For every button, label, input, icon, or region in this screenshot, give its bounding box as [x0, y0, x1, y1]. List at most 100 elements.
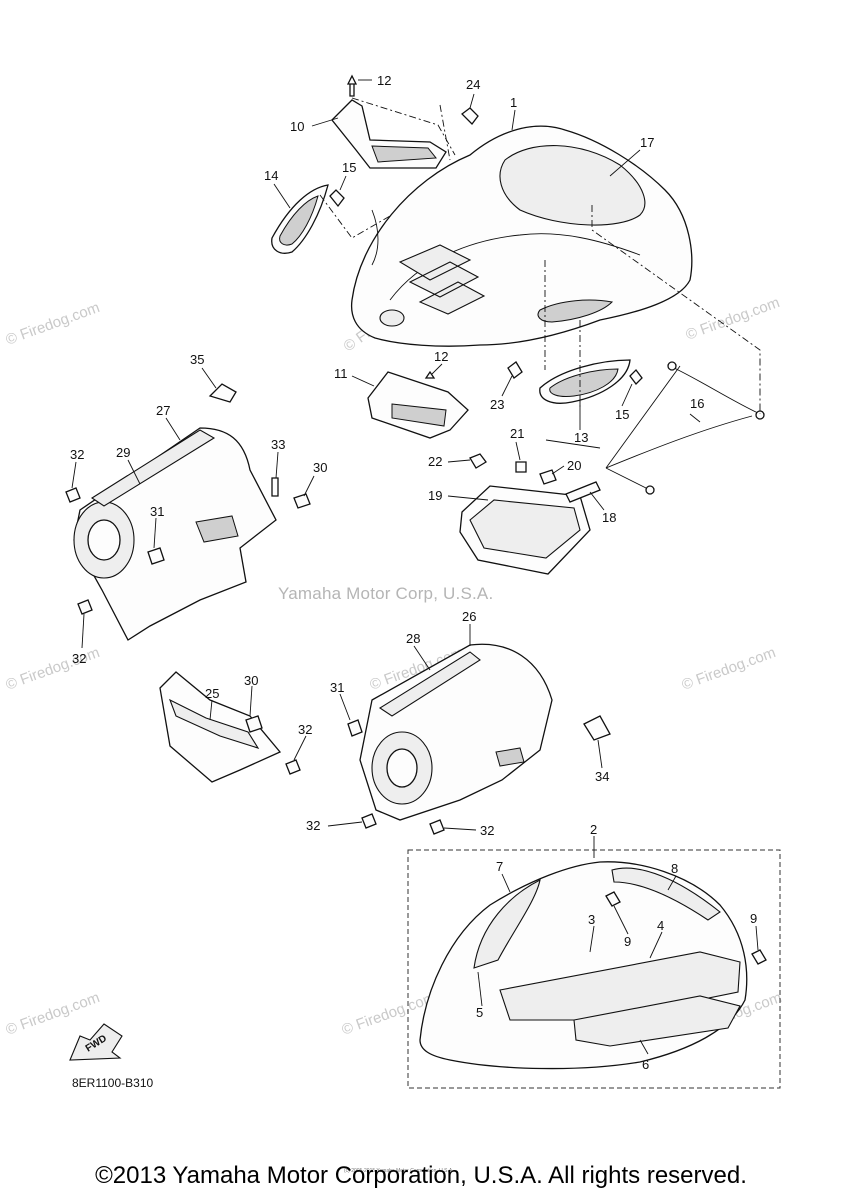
- leader-12-mid: [431, 363, 443, 375]
- callout-34: 34: [595, 769, 609, 784]
- callout-19: 19: [428, 488, 442, 503]
- callout-11: 11: [334, 366, 348, 381]
- callout-7: 7: [496, 859, 503, 874]
- callout-5: 5: [476, 1005, 483, 1020]
- callout-30-lower: 30: [244, 673, 258, 688]
- callout-4: 4: [657, 918, 664, 933]
- left-vent-grille-mesh: [279, 195, 319, 246]
- watermark-left-top: © Firedog.com: [4, 299, 102, 349]
- callout-17: 17: [640, 135, 654, 150]
- clip-23: [507, 361, 523, 379]
- callout-15-left: 15: [342, 160, 356, 175]
- leader-1: [511, 109, 516, 131]
- upper-small-parts: [271, 74, 479, 254]
- clip-30-upper: [293, 493, 311, 509]
- hood-mid-parts: [367, 205, 765, 495]
- leader-11: [351, 375, 375, 387]
- hood-panel-6: [573, 995, 741, 1047]
- leader-22: [447, 459, 471, 463]
- callout-32-d: 32: [306, 818, 320, 833]
- leader-right-side: [544, 205, 761, 414]
- callout-29: 29: [116, 445, 130, 460]
- callout-21: 21: [510, 426, 524, 441]
- callout-32-a: 32: [70, 447, 84, 462]
- watermark-left-mid: © Firedog.com: [4, 644, 102, 694]
- hood-clip-24: [461, 107, 479, 125]
- latch-spring-18: [565, 481, 601, 503]
- hood-stripe-8: [611, 867, 721, 921]
- callout-leaders: [71, 79, 759, 1055]
- callout-32-c: 32: [298, 722, 312, 737]
- callout-3: 3: [588, 912, 595, 927]
- bolt-32-a: [65, 487, 81, 503]
- callout-35: 35: [190, 352, 204, 367]
- leader-left-vent: [319, 194, 391, 239]
- callout-2: 2: [590, 822, 597, 837]
- left-side-vent: [195, 515, 239, 543]
- leader-8: [667, 875, 677, 891]
- leader-31-upper: [153, 517, 157, 549]
- callout-9-outer: 9: [750, 911, 757, 926]
- bolt-32-b: [77, 599, 93, 615]
- callout-33: 33: [271, 437, 285, 452]
- lower-hood-assembly: [407, 849, 781, 1089]
- callout-6: 6: [642, 1057, 649, 1072]
- bottom-air-duct-mesh: [391, 403, 447, 427]
- callout-25: 25: [205, 686, 219, 701]
- leader-9-inner: [613, 905, 629, 935]
- leader-23: [501, 375, 513, 397]
- bolt-32-c: [285, 759, 301, 775]
- leader-25: [209, 699, 213, 721]
- leader-5: [477, 971, 483, 1007]
- leader-30-lower: [249, 685, 253, 717]
- watermark-left-low: © Firedog.com: [4, 989, 102, 1039]
- leader-19: [447, 495, 489, 501]
- leader-3: [589, 925, 595, 953]
- callout-26: 26: [462, 609, 476, 624]
- leader-10: [311, 117, 339, 127]
- hood-vent-stripes: [398, 244, 486, 315]
- hood-stripe-7: [473, 879, 541, 969]
- forward-direction-marker: FWD: [69, 1023, 123, 1061]
- center-watermark: Yamaha Motor Corp, U.S.A.: [278, 584, 494, 603]
- bottom-air-duct: [367, 371, 469, 439]
- bolt-32-d: [361, 813, 377, 829]
- leader-31-lower: [339, 693, 351, 721]
- leader-34: [597, 739, 603, 769]
- hood-screw-12-top: [346, 74, 358, 97]
- callout-12-top: 12: [377, 73, 391, 88]
- callout-31-upper: 31: [150, 504, 164, 519]
- right-side-vent: [495, 747, 525, 767]
- callout-14: 14: [264, 168, 278, 183]
- leader-6: [639, 1039, 649, 1055]
- leader-30-upper: [303, 475, 315, 497]
- callout-13: 13: [574, 430, 588, 445]
- leader-9-outer: [755, 925, 759, 951]
- right-pulley-cover-inner: [386, 748, 418, 788]
- callout-20: 20: [567, 458, 581, 473]
- hood-release-cable: [605, 365, 761, 491]
- leader-27: [165, 417, 181, 441]
- left-air-duct-mesh: [371, 145, 437, 163]
- cable-end-top: [667, 361, 677, 371]
- leader-35: [201, 367, 217, 389]
- clip-9-inner: [605, 891, 621, 907]
- leader-32-b: [81, 613, 85, 649]
- latch-pin: [545, 439, 601, 449]
- screw-12-mid: [424, 370, 436, 379]
- hood-emblem: [379, 309, 405, 327]
- hood-right-vent: [537, 299, 614, 323]
- clip-34: [583, 715, 611, 741]
- callout-15-right: 15: [615, 407, 629, 422]
- clip-35: [208, 383, 237, 403]
- callout-1: 1: [510, 95, 517, 110]
- callout-24: 24: [466, 77, 480, 92]
- leader-15-right: [621, 383, 633, 407]
- leader-15-left: [339, 175, 347, 191]
- latch-housing-rim: [469, 499, 581, 559]
- front-lower-cover-trim: [168, 698, 260, 749]
- left-side-trim-27: [90, 429, 216, 507]
- hood-side-edge: [371, 209, 379, 266]
- tiny-credit: (c) 2005-2015 Yamaha Motor Corporation, …: [344, 1168, 454, 1174]
- screw-33: [271, 477, 279, 497]
